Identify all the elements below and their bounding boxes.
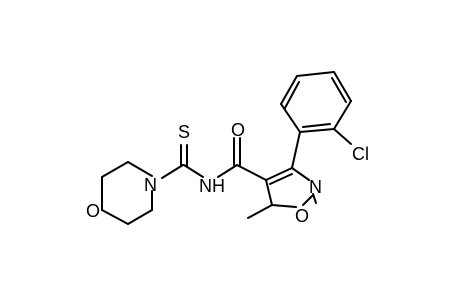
- atom-nh-amide: NH: [199, 176, 225, 196]
- amide-group: [217, 137, 267, 181]
- atom-n-morpholine: N: [144, 175, 157, 195]
- atom-o-isoxazole: O: [295, 206, 309, 226]
- bond: [236, 164, 267, 181]
- bond: [265, 179, 273, 206]
- bond: [280, 103, 301, 133]
- bond: [217, 164, 238, 178]
- bond: [302, 195, 313, 206]
- bond: [333, 100, 352, 130]
- bond: [284, 81, 300, 109]
- bond: [101, 161, 129, 178]
- methyl-bond: [247, 204, 273, 219]
- morpholine-ring: [101, 161, 153, 225]
- bond: [183, 164, 204, 178]
- bond: [331, 77, 347, 103]
- atom-o-morpholine: O: [86, 201, 100, 221]
- bond: [302, 123, 331, 128]
- atom-o-carbonyl: O: [231, 120, 245, 140]
- bond: [127, 209, 153, 225]
- atom-s-thione: S: [178, 122, 190, 142]
- bond: [127, 161, 153, 177]
- chlorophenyl-ring: [280, 71, 352, 133]
- bond: [161, 164, 184, 179]
- bond: [101, 209, 129, 225]
- aryl-bond: [291, 131, 301, 169]
- bond: [333, 71, 352, 102]
- isoxazole-ring: [265, 167, 317, 208]
- bond: [271, 204, 297, 208]
- bond: [269, 173, 293, 185]
- bond: [280, 75, 298, 105]
- atom-cl: Cl: [352, 144, 369, 164]
- bond: [299, 128, 335, 133]
- bond: [296, 71, 335, 77]
- atom-n-isoxazole: N: [309, 177, 322, 197]
- chloro-bond: [333, 128, 352, 145]
- bond: [291, 167, 310, 181]
- bond: [312, 193, 317, 204]
- bond: [265, 167, 293, 181]
- thiocarbonyl-group: [161, 144, 204, 179]
